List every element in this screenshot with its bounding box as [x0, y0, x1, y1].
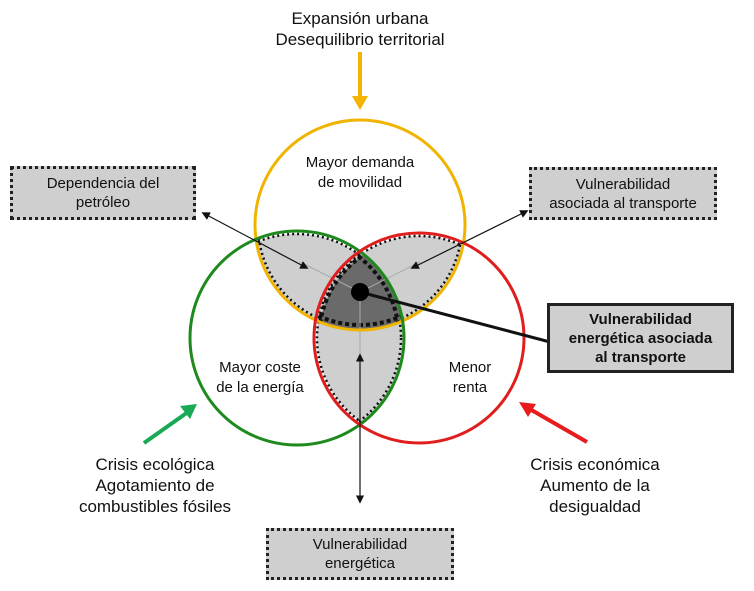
overlap-green-red-outline — [314, 233, 403, 443]
arrow-right-driver — [519, 402, 588, 444]
center-connector — [359, 290, 551, 344]
driver-left-line-3: combustibles fósiles — [78, 497, 232, 516]
driver-top-label: Expansión urbana Desequilibrio territori… — [250, 8, 470, 50]
circle-green-label: Mayor coste de la energía — [200, 358, 320, 398]
driver-right-label: Crisis económica Aumento de la desiguald… — [495, 454, 695, 517]
box-vulnerabilidad-energetica-transporte: Vulnerabilidad energética asociada al tr… — [547, 303, 734, 373]
arrow-left-driver — [142, 404, 197, 445]
driver-top-line-1: Expansión urbana — [291, 9, 429, 28]
green-label-line-2: de la energía — [216, 379, 304, 396]
circle-red-label: Menor renta — [430, 358, 510, 398]
driver-left-label: Crisis ecológica Agotamiento de combusti… — [55, 454, 255, 517]
driver-right-line-3: desigualdad — [549, 497, 641, 516]
box-dependencia-petroleo: Dependencia del petróleo — [10, 166, 196, 220]
box-center-line-2: energética asociada — [568, 329, 713, 347]
box-center-line-1: Vulnerabilidad — [589, 310, 692, 328]
box-vulnerabilidad-transporte: Vulnerabilidad asociada al transporte — [529, 167, 717, 220]
yellow-label-line-1: Mayor demanda — [305, 154, 415, 171]
arrow-top-right — [410, 210, 529, 269]
center-dot — [351, 283, 369, 301]
red-label-line-2: renta — [452, 379, 488, 396]
arrow-top-left — [201, 212, 309, 269]
arrow-top-driver — [352, 52, 368, 110]
box-top-right-line-1: Vulnerabilidad — [575, 175, 671, 193]
box-bottom-line-1: Vulnerabilidad — [312, 536, 408, 553]
driver-top-line-2: Desequilibrio territorial — [275, 30, 445, 49]
red-label-line-1: Menor — [448, 359, 492, 376]
driver-left-line-1: Crisis ecológica — [95, 455, 215, 474]
yellow-label-line-2: de movilidad — [317, 174, 403, 191]
box-center-line-3: al transporte — [595, 348, 686, 366]
box-top-left-line-2: petróleo — [75, 194, 131, 211]
driver-right-line-1: Crisis económica — [530, 455, 660, 474]
box-top-left-line-1: Dependencia del — [46, 175, 160, 192]
box-bottom-line-2: energética — [324, 555, 396, 572]
green-label-line-1: Mayor coste — [219, 359, 301, 376]
box-top-right-line-2: asociada al transporte — [549, 194, 697, 212]
box-vulnerabilidad-energetica: Vulnerabilidad energética — [266, 528, 454, 580]
driver-left-line-2: Agotamiento de — [95, 476, 215, 495]
driver-right-line-2: Aumento de la — [540, 476, 650, 495]
circle-yellow-label: Mayor demanda de movilidad — [290, 153, 430, 193]
